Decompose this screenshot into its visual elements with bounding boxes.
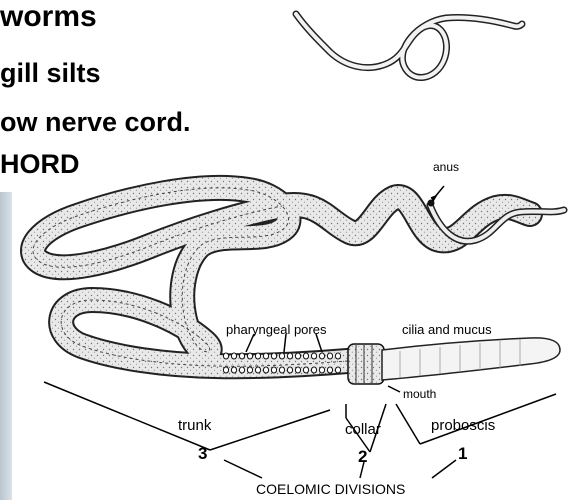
large-worm-trunk — [33, 188, 530, 366]
division-number-3: 3 — [198, 444, 207, 463]
pharyngeal-pores-label: pharyngeal pores — [226, 322, 327, 337]
division-number-2: 2 — [358, 447, 367, 466]
cilia-mucus-label: cilia and mucus — [402, 322, 492, 337]
proboscis-label: proboscis — [431, 417, 495, 434]
collar-label: collar — [345, 421, 381, 438]
trunk-label: trunk — [178, 417, 212, 434]
worm-collar — [348, 344, 384, 384]
anus-label: anus — [433, 160, 459, 174]
coelomic-divisions-label: COELOMIC DIVISIONS — [256, 481, 405, 497]
small-worm-sketch — [296, 14, 522, 77]
mouth-label: mouth — [403, 387, 436, 401]
division-number-1: 1 — [458, 444, 467, 463]
worm-proboscis — [382, 338, 560, 380]
